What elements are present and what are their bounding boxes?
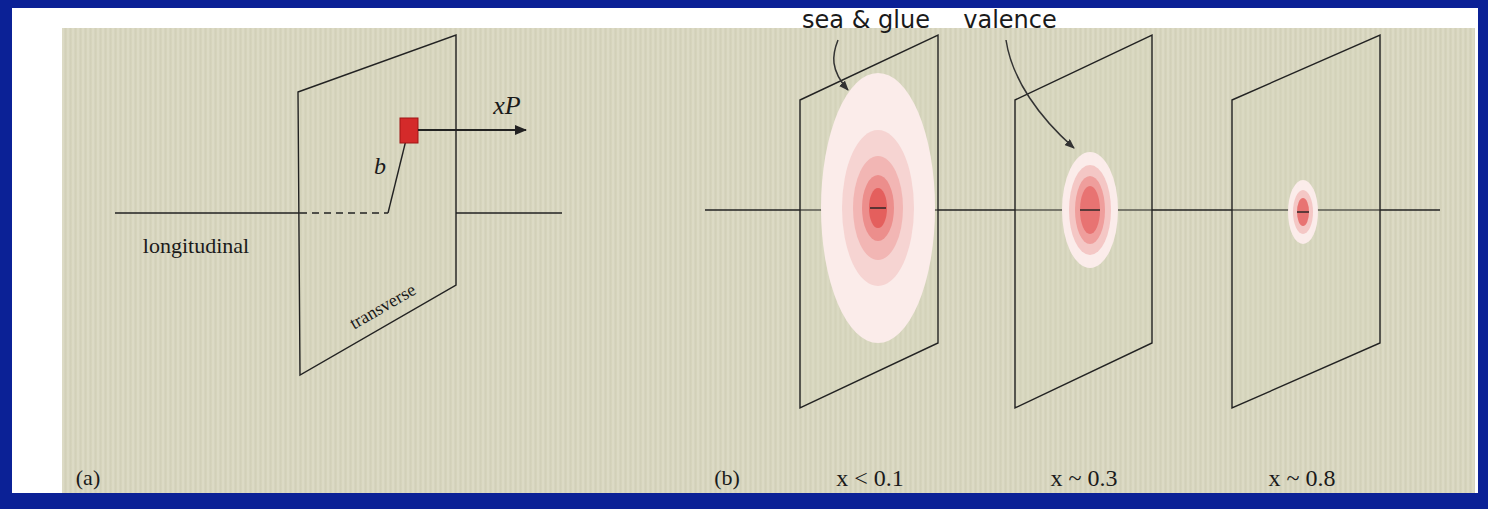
panel-a — [115, 35, 562, 375]
axis-label: longitudinal — [143, 234, 249, 258]
density-1 — [821, 73, 935, 343]
momentum-label: xP — [493, 92, 520, 121]
momentum-fraction: x < 0.1 — [836, 465, 904, 491]
panel-b — [705, 35, 1440, 408]
momentum-fraction: x ~ 0.3 — [1051, 465, 1118, 491]
callout-label: valence — [963, 7, 1057, 33]
panel-label: (b) — [714, 466, 740, 490]
momentum-fraction: x ~ 0.8 — [1269, 465, 1336, 491]
density-2 — [1062, 152, 1118, 268]
callout-label: sea & glue — [802, 7, 930, 33]
density-3 — [1288, 180, 1318, 244]
leader-line — [834, 40, 848, 90]
impact-parameter-label: b — [374, 153, 386, 179]
leader-line — [1006, 40, 1074, 148]
panel-label: (a) — [76, 466, 100, 490]
